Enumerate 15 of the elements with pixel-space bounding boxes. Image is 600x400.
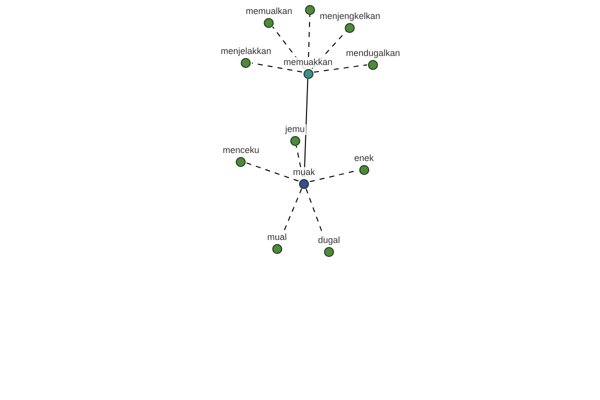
node-label: menjelakkan (220, 46, 272, 57)
node-label: mual (266, 232, 288, 243)
node-label: muak (292, 167, 316, 178)
dashed-line (246, 162, 299, 182)
dashed-line (272, 26, 305, 69)
node-label: mendugalkan (344, 48, 402, 59)
node-label: menjengkelkan (318, 11, 382, 22)
node-label: memualkan (244, 6, 294, 17)
dashed-line (313, 64, 368, 73)
node-label: jemu (284, 124, 306, 135)
node-label: menceku (222, 145, 260, 156)
node-label: enek (353, 153, 375, 164)
node-label: dugal (316, 235, 342, 246)
dashed-line (251, 62, 303, 72)
node-label: memuakkan (282, 57, 334, 68)
